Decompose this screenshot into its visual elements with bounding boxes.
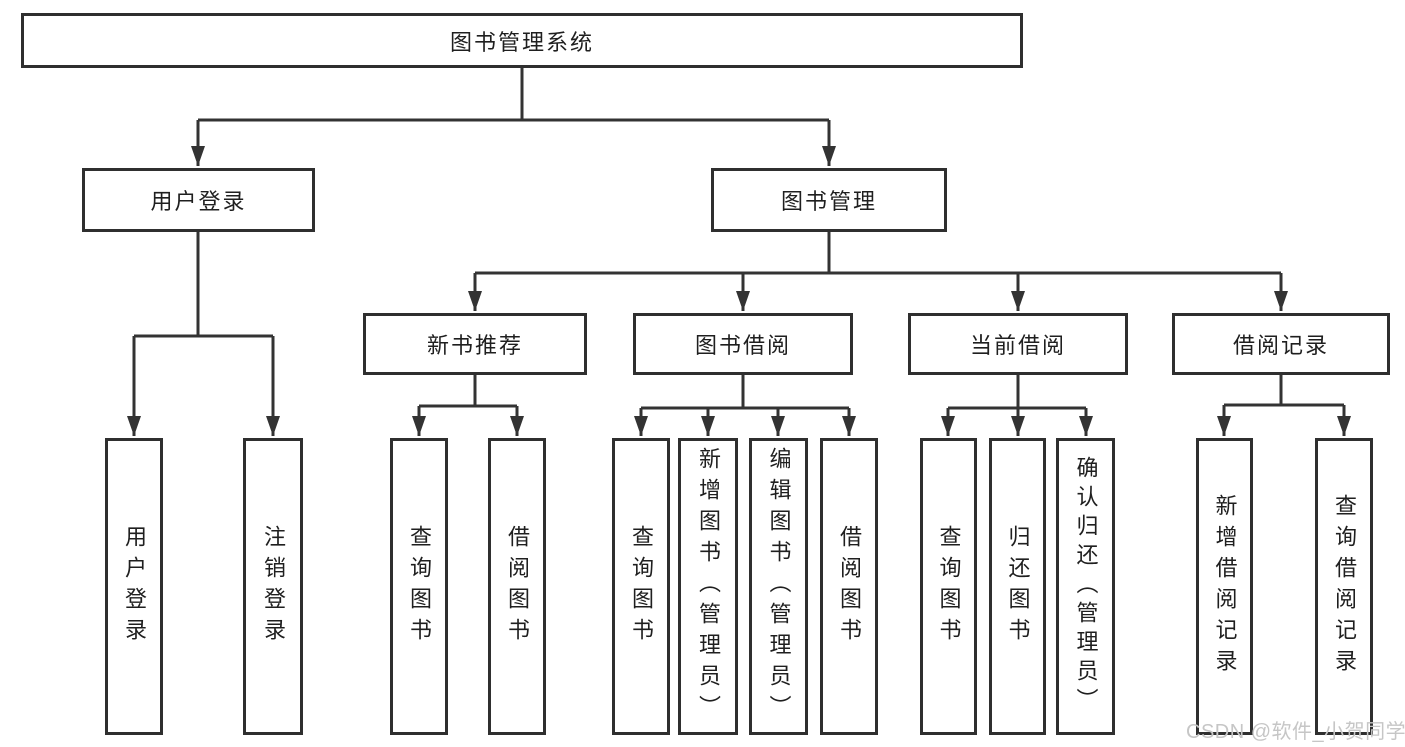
node-root-library-system: 图书管理系统 (21, 13, 1023, 68)
leaf-label: 用户登录 (122, 524, 147, 649)
leaf-label: 注销登录 (261, 524, 286, 649)
leaf-label: 新增借阅记录 (1212, 493, 1238, 680)
leaf-edit-book-admin: 编辑图书（管理员） (749, 438, 808, 735)
leaf-add-book-admin: 新增图书（管理员） (678, 438, 738, 735)
leaf-query-books-borrow: 查询图书 (612, 438, 670, 735)
leaf-logout: 注销登录 (243, 438, 303, 735)
leaf-label: 确认归还（管理员） (1073, 456, 1099, 717)
leaf-label: 新增图书（管理员） (696, 447, 721, 726)
leaf-label: 查询图书 (629, 524, 654, 649)
leaf-query-books-current: 查询图书 (920, 438, 977, 735)
leaf-label: 查询借阅记录 (1332, 493, 1357, 680)
leaf-query-borrow-record: 查询借阅记录 (1315, 438, 1373, 735)
leaf-borrow-books-recommend: 借阅图书 (488, 438, 546, 735)
leaf-label: 借阅图书 (837, 524, 862, 649)
node-user-login-branch: 用户登录 (82, 168, 315, 232)
watermark-text: CSDN @软件_小贺同学 (1186, 721, 1405, 743)
leaf-user-login: 用户登录 (105, 438, 163, 735)
leaf-label: 借阅图书 (505, 524, 530, 649)
leaf-label: 归还图书 (1005, 524, 1031, 649)
leaf-label: 编辑图书（管理员） (766, 447, 792, 726)
leaf-query-books-recommend: 查询图书 (390, 438, 448, 735)
leaf-label: 查询图书 (936, 524, 962, 649)
node-book-borrow: 图书借阅 (633, 313, 853, 375)
leaf-label: 查询图书 (407, 524, 432, 649)
node-borrow-records: 借阅记录 (1172, 313, 1390, 375)
node-new-book-recommend: 新书推荐 (363, 313, 587, 375)
node-current-borrow: 当前借阅 (908, 313, 1128, 375)
leaf-add-borrow-record: 新增借阅记录 (1196, 438, 1253, 735)
leaf-return-books: 归还图书 (989, 438, 1046, 735)
leaf-confirm-return-admin: 确认归还（管理员） (1056, 438, 1115, 735)
node-book-management-branch: 图书管理 (711, 168, 947, 232)
leaf-borrow-books: 借阅图书 (820, 438, 878, 735)
